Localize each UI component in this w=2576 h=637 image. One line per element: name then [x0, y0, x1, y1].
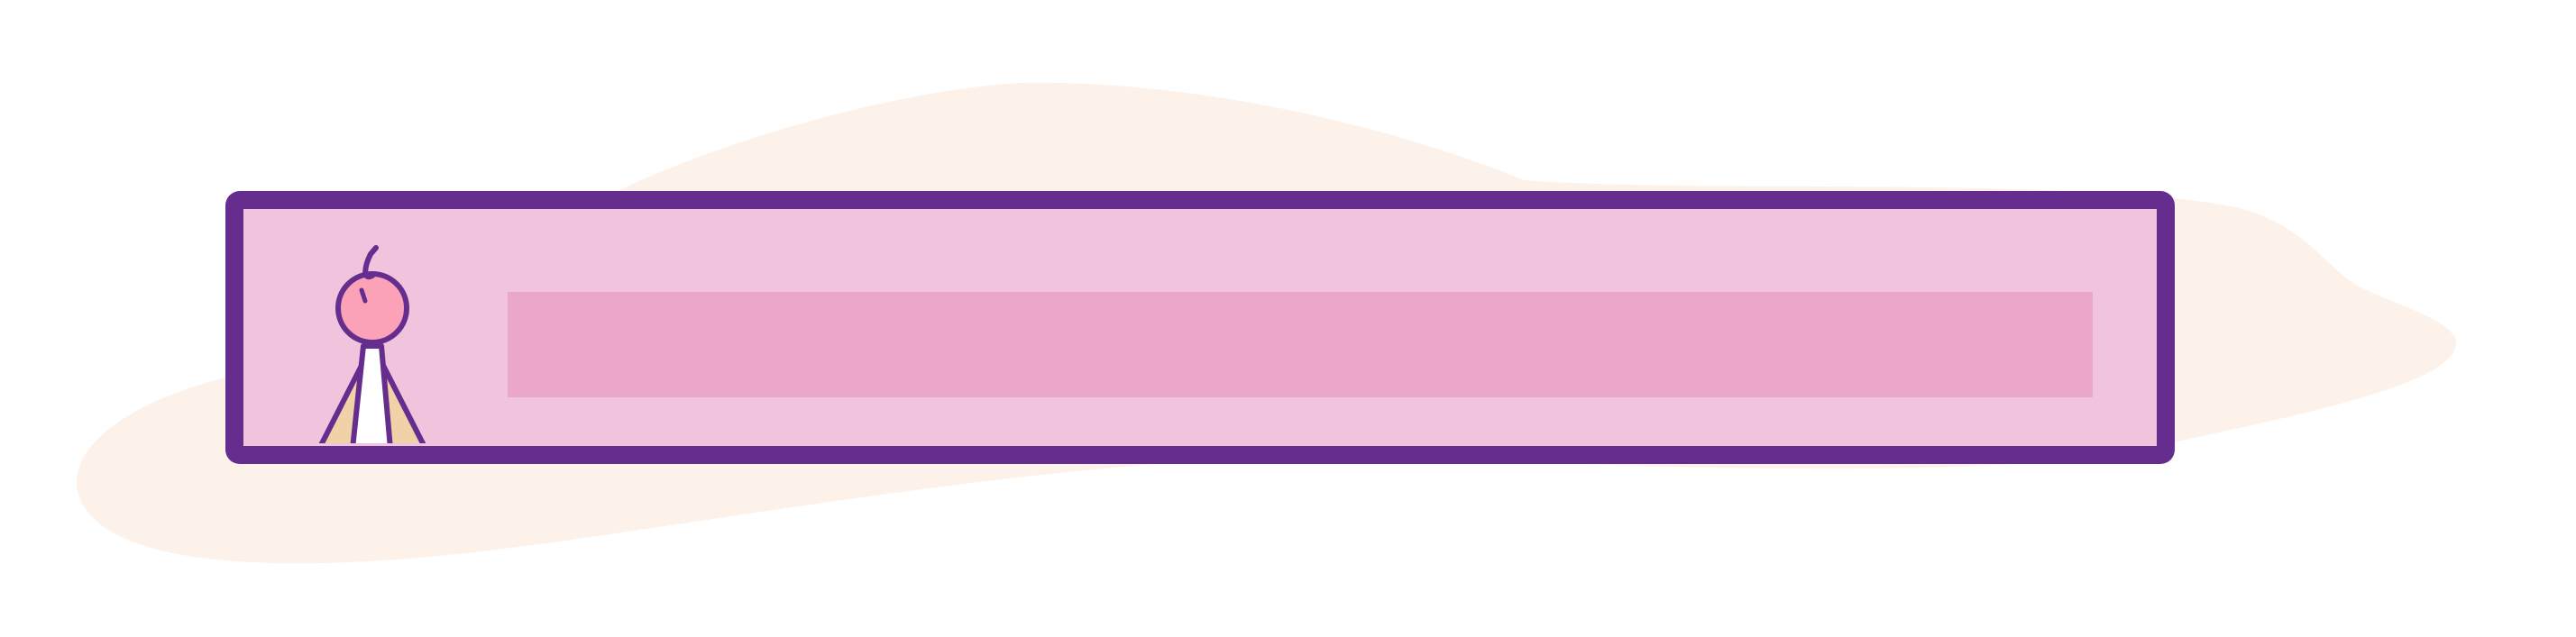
ice-cream-cone-with-cherry-icon: [318, 245, 426, 443]
banner-frame: [225, 191, 2175, 464]
placeholder-bar: [508, 292, 2093, 397]
